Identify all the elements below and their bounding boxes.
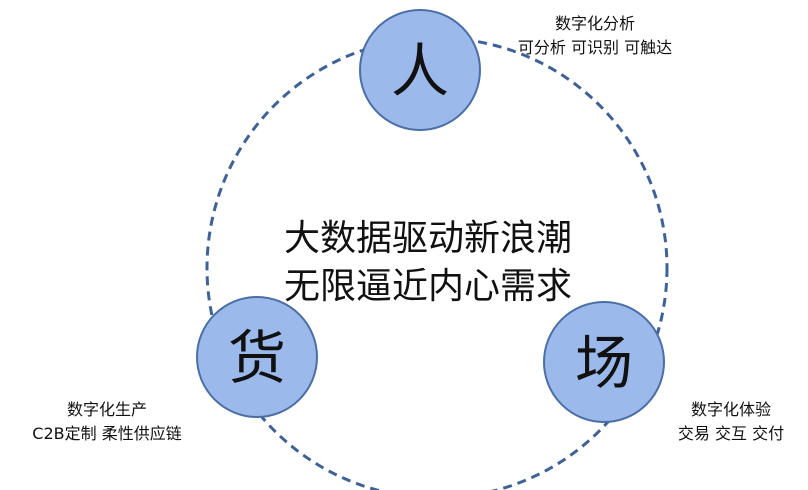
- node-goods-circle: [196, 296, 318, 418]
- node-goods-caption-1: 数字化生产: [67, 400, 147, 419]
- node-goods-glyph: 货: [228, 324, 286, 392]
- center-line-2: 无限逼近内心需求: [284, 266, 572, 307]
- center-line-1: 大数据驱动新浪潮: [284, 218, 572, 259]
- node-goods: 货: [196, 296, 318, 418]
- node-people-caption-1: 数字化分析: [555, 14, 635, 33]
- node-place: 场: [543, 301, 665, 423]
- node-goods-caption-2: C2B定制 柔性供应链: [32, 424, 181, 443]
- node-place-glyph: 场: [575, 329, 633, 397]
- node-people-circle: [359, 9, 481, 131]
- node-place-caption-2: 交易 交互 交付: [678, 424, 784, 443]
- node-people: 人: [359, 9, 481, 131]
- node-people-glyph: 人: [391, 37, 449, 105]
- node-place-caption-1: 数字化体验: [691, 400, 771, 419]
- node-people-caption-2: 可分析 可识别 可触达: [518, 38, 672, 57]
- node-place-circle: [543, 301, 665, 423]
